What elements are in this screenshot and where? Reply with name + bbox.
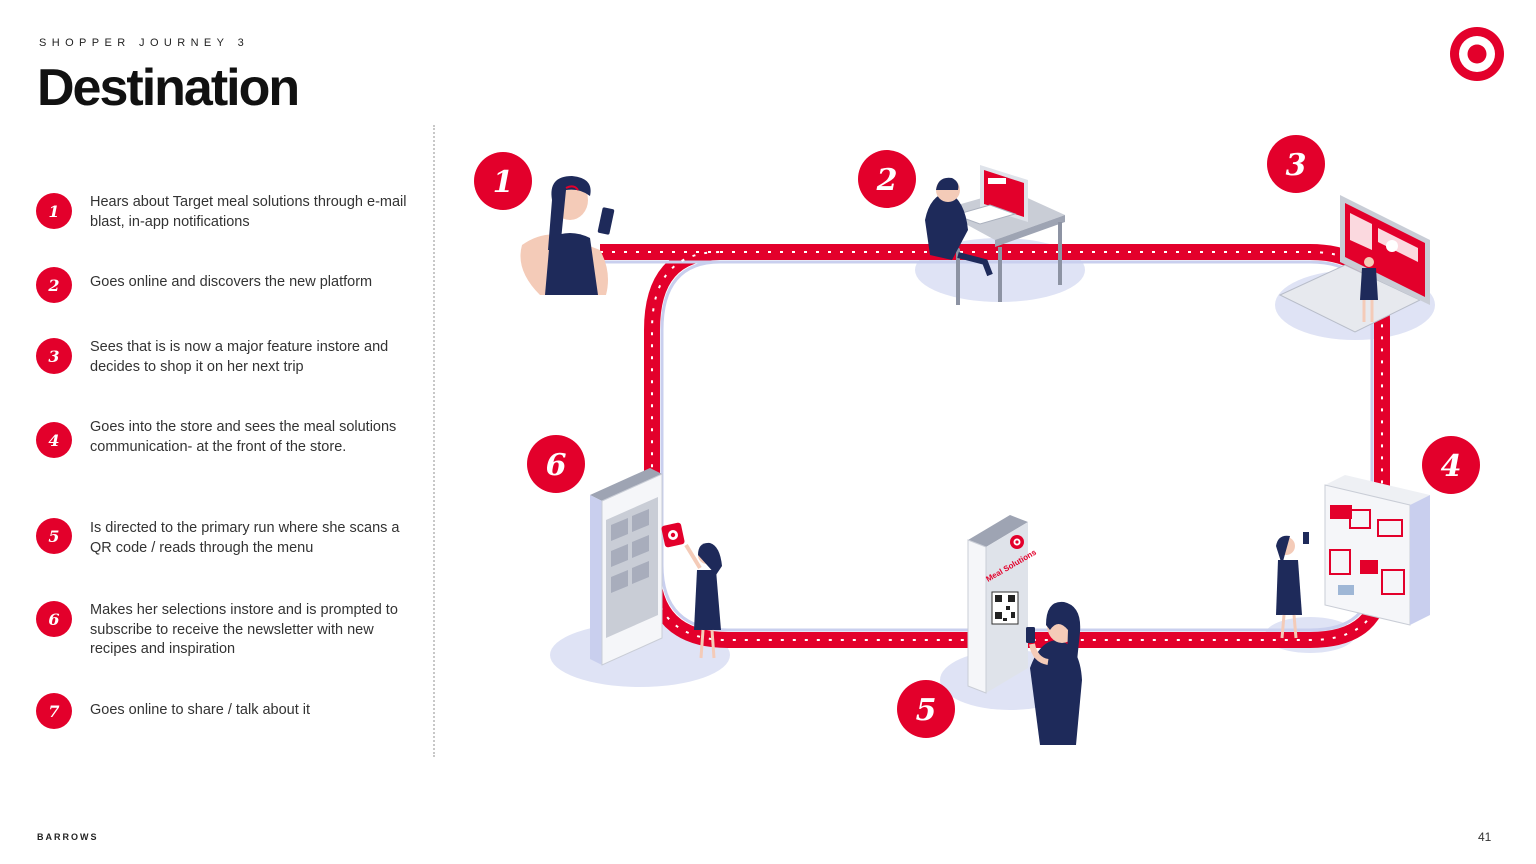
list-item-step-4: 4 Goes into the store and sees the meal … <box>36 419 410 458</box>
list-item-step-3: 3 Sees that is is now a major feature in… <box>36 338 410 377</box>
list-item-step-5: 5 Is directed to the primary run where s… <box>36 518 410 558</box>
step-number-badge: 1 <box>36 193 72 229</box>
woman-with-phone-figure <box>520 176 615 295</box>
step-number-badge: 5 <box>36 518 72 554</box>
step-number-badge: 6 <box>36 601 72 637</box>
step-number-badge: 3 <box>36 338 72 374</box>
store-shelf-figure <box>1276 475 1430 639</box>
step-number-badge: 7 <box>36 693 72 729</box>
map-badge-number: 1 <box>493 165 514 200</box>
map-badge-number: 5 <box>916 693 937 728</box>
laptop-figure <box>1278 195 1430 333</box>
journey-map-illustration: Meal Solutions <box>474 135 1480 745</box>
map-badge-6: 6 <box>527 435 585 493</box>
map-badge-number: 4 <box>1441 449 1462 484</box>
eyebrow-label: SHOPPER JOURNEY 3 <box>39 37 250 49</box>
qr-code-icon <box>991 591 1019 625</box>
step-number-badge: 4 <box>36 422 72 458</box>
list-item-step-2: 2 Goes online and discovers the new plat… <box>36 267 410 303</box>
target-logo-icon <box>1450 27 1504 81</box>
step-description: Is directed to the primary run where she… <box>90 520 400 556</box>
map-badge-number: 3 <box>1286 148 1307 183</box>
map-badge-2: 2 <box>858 150 916 208</box>
step-description: Makes her selections instore and is prom… <box>90 602 398 657</box>
page-number: 41 <box>1478 830 1492 844</box>
meal-solutions-sign-figure: Meal Solutions <box>967 515 1082 745</box>
page-title: Destination <box>37 59 300 117</box>
step-description: Goes online to share / talk about it <box>90 702 311 718</box>
giant-phone-figure <box>590 468 722 666</box>
column-divider <box>433 125 435 757</box>
list-item-step-7: 7 Goes online to share / talk about it <box>36 693 410 729</box>
list-item-step-6: 6 Makes her selections instore and is pr… <box>36 601 410 660</box>
footer-brand-logo: BARROWS <box>37 832 99 842</box>
step-description: Hears about Target meal solutions throug… <box>90 194 407 230</box>
journey-road-dashes <box>600 251 1383 641</box>
step-number-badge: 2 <box>36 267 72 303</box>
desk-computer-figure <box>925 165 1065 305</box>
map-badge-number: 2 <box>876 163 898 198</box>
step-description: Goes into the store and sees the meal so… <box>90 419 397 455</box>
map-badge-1: 1 <box>474 152 532 210</box>
map-badge-number: 6 <box>546 448 567 483</box>
step-description: Goes online and discovers the new platfo… <box>90 274 373 290</box>
list-item-step-1: 1 Hears about Target meal solutions thro… <box>36 193 410 232</box>
map-badge-3: 3 <box>1267 135 1325 193</box>
map-badge-5: 5 <box>897 680 955 738</box>
map-badge-4: 4 <box>1422 436 1480 494</box>
step-description: Sees that is is now a major feature inst… <box>90 339 389 375</box>
